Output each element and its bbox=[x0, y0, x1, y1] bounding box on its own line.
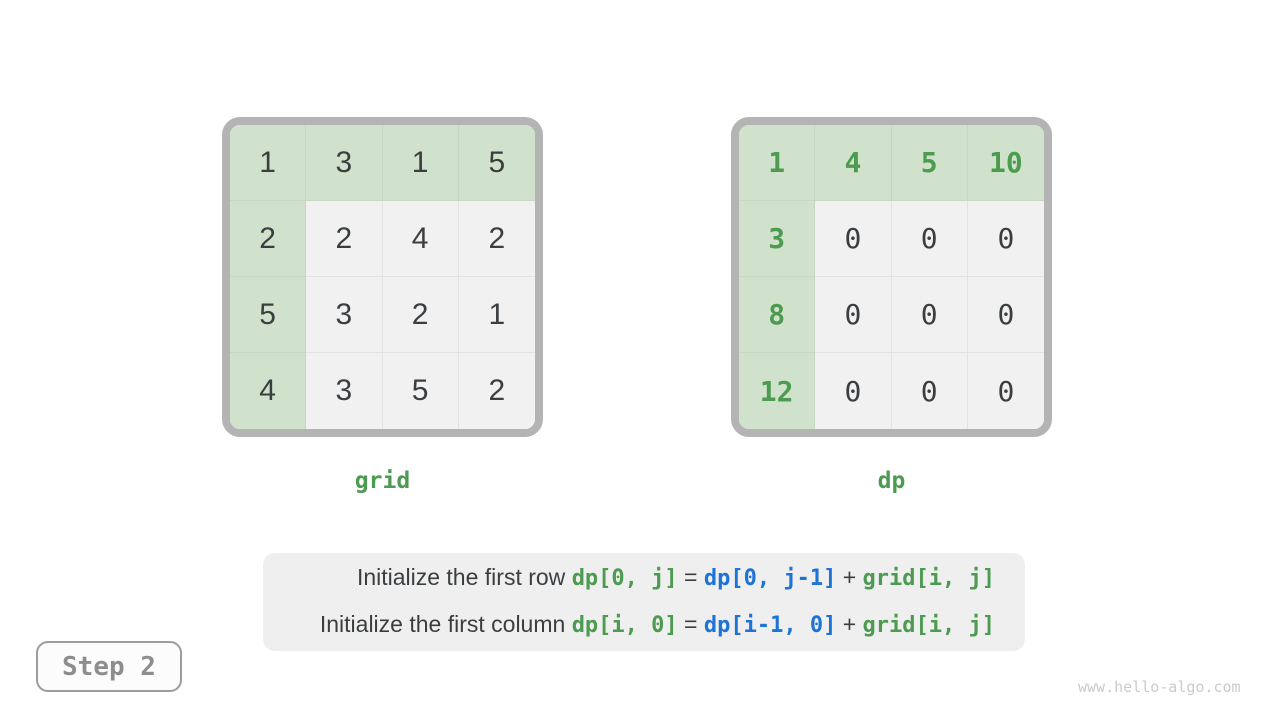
dp-cell-1-2: 0 bbox=[891, 201, 968, 277]
dp-cell-0-3: 10 bbox=[967, 125, 1044, 201]
grid-cell-value: 3 bbox=[335, 145, 353, 179]
formula-segment-plain: Initialize the first column bbox=[319, 610, 572, 637]
grid-cell-1-2: 4 bbox=[382, 201, 459, 277]
dp-cell-0-0: 1 bbox=[739, 125, 816, 201]
watermark: www.hello-algo.com bbox=[1078, 678, 1241, 696]
grid-cell-2-0: 5 bbox=[230, 277, 307, 353]
dp-cell-3-1: 0 bbox=[815, 353, 892, 429]
grid-cell-0-1: 3 bbox=[306, 125, 383, 201]
dp-matrix: 1 4 5 10 3 0 0 0 8 0 0 0 12 0 0 0 bbox=[731, 117, 1052, 437]
dp-cell-2-1: 0 bbox=[815, 277, 892, 353]
dp-cell-value: 0 bbox=[920, 298, 938, 331]
formula-segment-plain: = bbox=[677, 563, 704, 590]
grid-cell-2-1: 3 bbox=[306, 277, 383, 353]
grid-cell-0-0: 1 bbox=[230, 125, 307, 201]
dp-cell-value: 4 bbox=[844, 146, 862, 179]
grid-cell-value: 2 bbox=[488, 221, 506, 255]
dp-cell-value: 0 bbox=[920, 222, 938, 255]
grid-cell-value: 3 bbox=[335, 374, 353, 407]
dp-cell-value: 8 bbox=[768, 298, 786, 331]
grid-cell-value: 3 bbox=[335, 297, 353, 331]
dp-cell-value: 0 bbox=[997, 374, 1015, 408]
dp-cell-1-1: 0 bbox=[815, 201, 892, 277]
formula-segment-green: grid[i, j] bbox=[862, 612, 995, 638]
grid-cell-value: 2 bbox=[259, 221, 276, 255]
formula-segment-blue: dp[i-1, 0] bbox=[703, 612, 837, 638]
grid-cell-1-1: 2 bbox=[306, 201, 383, 277]
grid-cell-3-1: 3 bbox=[306, 353, 383, 429]
grid-cell-value: 5 bbox=[259, 297, 276, 331]
dp-cell-value: 1 bbox=[768, 146, 786, 179]
formula-segment-green: dp[i, 0] bbox=[571, 612, 678, 638]
dp-cell-value: 0 bbox=[997, 298, 1015, 331]
grid-cell-value: 4 bbox=[259, 374, 276, 407]
formula-segment-plain: + bbox=[836, 563, 863, 590]
step-badge-label: Step 2 bbox=[62, 651, 156, 682]
grid-cell-1-0: 2 bbox=[230, 201, 307, 277]
formula-segment-blue: dp[0, j-1] bbox=[703, 565, 837, 591]
grid-cell-0-2: 1 bbox=[382, 125, 459, 201]
formula-segment-plain: = bbox=[677, 610, 704, 637]
grid-cell-value: 2 bbox=[488, 374, 506, 407]
formula-segment-green: grid[i, j] bbox=[862, 565, 995, 591]
dp-cell-0-2: 5 bbox=[891, 125, 968, 201]
grid-cell-1-3: 2 bbox=[458, 201, 535, 277]
grid-matrix: 1 3 1 5 2 2 4 2 5 3 2 1 4 3 5 2 bbox=[222, 117, 543, 437]
step-badge: Step 2 bbox=[36, 641, 182, 692]
grid-cell-3-2: 5 bbox=[382, 353, 459, 429]
dp-cell-3-0: 12 bbox=[739, 353, 816, 429]
grid-cell-value: 5 bbox=[488, 145, 506, 179]
grid-cell-0-3: 5 bbox=[458, 125, 535, 201]
dp-cell-value: 3 bbox=[768, 222, 786, 255]
dp-cell-1-3: 0 bbox=[967, 201, 1044, 277]
grid-cell-value: 2 bbox=[411, 297, 429, 331]
dp-cell-value: 10 bbox=[989, 146, 1023, 179]
grid-cell-value: 1 bbox=[259, 145, 276, 179]
grid-cell-value: 1 bbox=[411, 145, 429, 179]
dp-cell-value: 5 bbox=[920, 146, 938, 179]
dp-cell-value: 0 bbox=[844, 374, 862, 408]
dp-cell-0-1: 4 bbox=[815, 125, 892, 201]
dp-cell-value: 12 bbox=[759, 374, 794, 408]
dp-cell-2-2: 0 bbox=[891, 277, 968, 353]
dp-cell-3-3: 0 bbox=[967, 353, 1044, 429]
grid-cell-value: 2 bbox=[335, 221, 353, 255]
dp-cell-3-2: 0 bbox=[891, 353, 968, 429]
dp-cell-1-0: 3 bbox=[739, 201, 816, 277]
grid-cell-3-0: 4 bbox=[230, 353, 307, 429]
grid-cell-3-3: 2 bbox=[458, 353, 535, 429]
dp-cell-2-0: 8 bbox=[739, 277, 816, 353]
dp-cell-value: 0 bbox=[844, 222, 862, 255]
dp-cell-2-3: 0 bbox=[967, 277, 1044, 353]
grid-cell-value: 4 bbox=[411, 221, 429, 255]
formula-line-first-column: Initialize the first column dp[i, 0] = d… bbox=[293, 609, 995, 643]
dp-matrix-label: dp bbox=[877, 468, 906, 494]
formula-line-first-row: Initialize the first row dp[0, j] = dp[0… bbox=[293, 562, 995, 596]
formula-segment-green: dp[0, j] bbox=[571, 565, 678, 591]
grid-cell-2-2: 2 bbox=[382, 277, 459, 353]
formula-box: Initialize the first row dp[0, j] = dp[0… bbox=[263, 553, 1025, 651]
formula-segment-plain: Initialize the first row bbox=[356, 563, 572, 590]
grid-cell-value: 5 bbox=[411, 374, 429, 407]
dp-cell-value: 0 bbox=[844, 298, 862, 331]
grid-cell-value: 1 bbox=[488, 297, 506, 331]
dp-cell-value: 0 bbox=[920, 374, 938, 408]
formula-segment-plain: + bbox=[836, 610, 863, 637]
grid-matrix-label: grid bbox=[354, 468, 411, 494]
grid-cell-2-3: 1 bbox=[458, 277, 535, 353]
dp-cell-value: 0 bbox=[997, 222, 1015, 255]
